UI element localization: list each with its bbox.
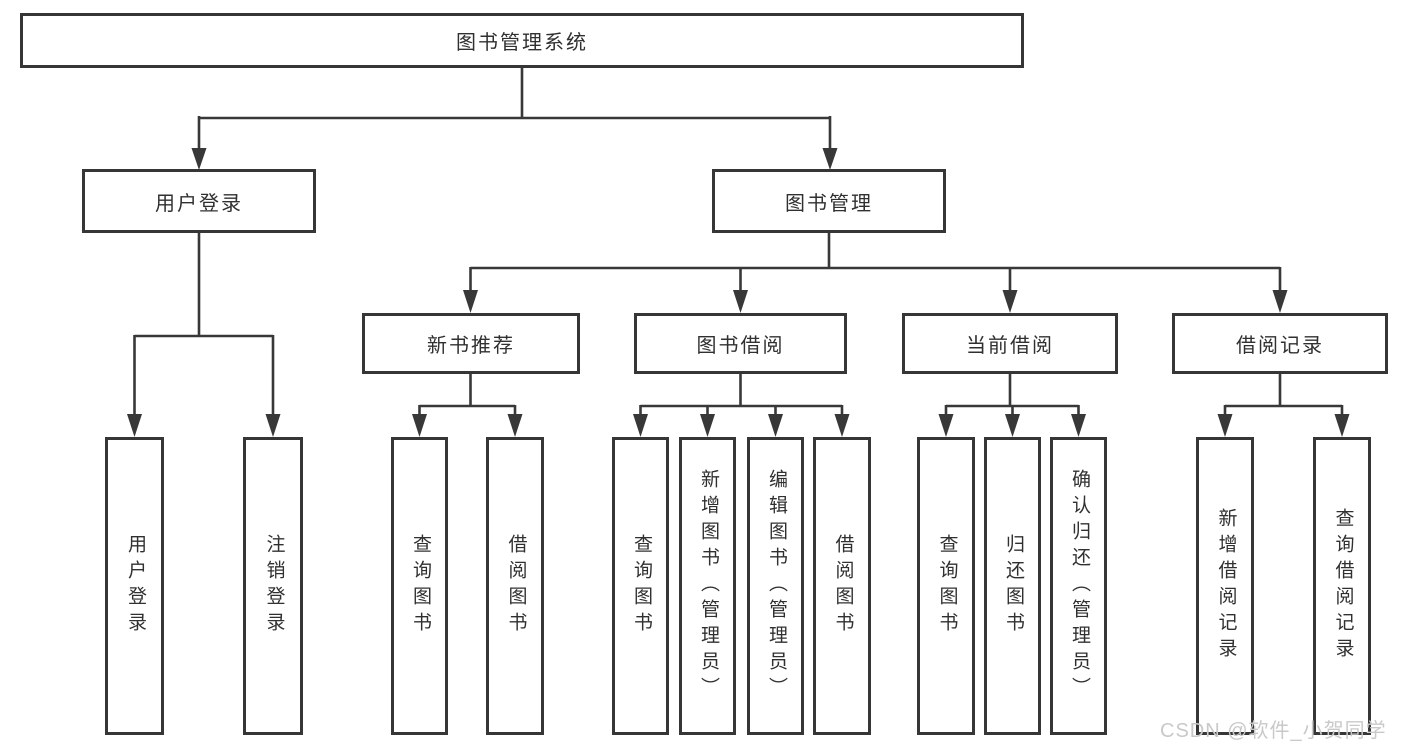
- connector-current-borrow-to-leaves: [938, 374, 1086, 437]
- csdn-watermark: CSDN @软件_小贺同学: [1160, 720, 1387, 742]
- leaf-add-borrow-record: 新增借阅记录: [1196, 437, 1254, 735]
- node-book-management: 图书管理: [712, 169, 946, 233]
- node-root-system: 图书管理系统: [20, 13, 1024, 68]
- connector-root-to-level2: [191, 68, 838, 170]
- connector-borrow-record-to-leaves: [1217, 374, 1350, 437]
- node-current-borrow: 当前借阅: [902, 313, 1118, 374]
- node-label: 当前借阅: [966, 335, 1054, 357]
- node-label: 用户登录: [155, 192, 243, 215]
- node-new-book-recommend: 新书推荐: [362, 313, 580, 374]
- node-label: 新书推荐: [427, 335, 515, 357]
- node-label: 确认归还（管理员）: [1068, 469, 1090, 703]
- leaf-query-borrow-record: 查询借阅记录: [1313, 437, 1371, 735]
- leaf-edit-books-admin: 编辑图书（管理员）: [747, 437, 804, 735]
- node-label: 查询借阅记录: [1332, 508, 1354, 664]
- node-label: 用户登录: [124, 534, 146, 638]
- leaf-query-books-3: 查询图书: [917, 437, 975, 735]
- node-label: 归还图书: [1002, 534, 1024, 638]
- node-label: 图书管理系统: [456, 32, 588, 54]
- node-label: 借阅图书: [832, 534, 854, 638]
- node-book-borrow: 图书借阅: [634, 313, 847, 374]
- node-label: 图书管理: [785, 192, 873, 215]
- node-borrow-record: 借阅记录: [1172, 313, 1388, 374]
- node-label: 查询图书: [936, 534, 958, 638]
- node-label: 借阅图书: [505, 534, 527, 638]
- leaf-query-books-1: 查询图书: [391, 437, 448, 735]
- node-label: 图书借阅: [696, 335, 785, 357]
- leaf-user-login: 用户登录: [105, 437, 164, 735]
- leaf-logout: 注销登录: [243, 437, 303, 735]
- node-label: 借阅记录: [1236, 335, 1324, 357]
- connector-user-login-to-leaves: [127, 233, 281, 437]
- node-label: 查询图书: [409, 534, 431, 638]
- leaf-return-books: 归还图书: [984, 437, 1041, 735]
- node-label: 编辑图书（管理员）: [765, 469, 787, 703]
- connector-book-borrow-to-leaves: [633, 374, 850, 437]
- leaf-borrow-books-2: 借阅图书: [813, 437, 871, 735]
- connector-new-book-rec-to-leaves: [412, 374, 523, 437]
- leaf-query-books-2: 查询图书: [612, 437, 669, 735]
- connector-book-mgmt-to-level3: [463, 233, 1288, 313]
- leaf-add-books-admin: 新增图书（管理员）: [679, 437, 736, 735]
- node-label: 查询图书: [630, 534, 652, 638]
- leaf-confirm-return-admin: 确认归还（管理员）: [1050, 437, 1107, 735]
- node-user-login: 用户登录: [82, 169, 316, 233]
- leaf-borrow-books-1: 借阅图书: [486, 437, 544, 735]
- node-label: 新增借阅记录: [1215, 508, 1237, 664]
- node-label: 新增图书（管理员）: [697, 469, 719, 703]
- node-label: 注销登录: [263, 534, 285, 638]
